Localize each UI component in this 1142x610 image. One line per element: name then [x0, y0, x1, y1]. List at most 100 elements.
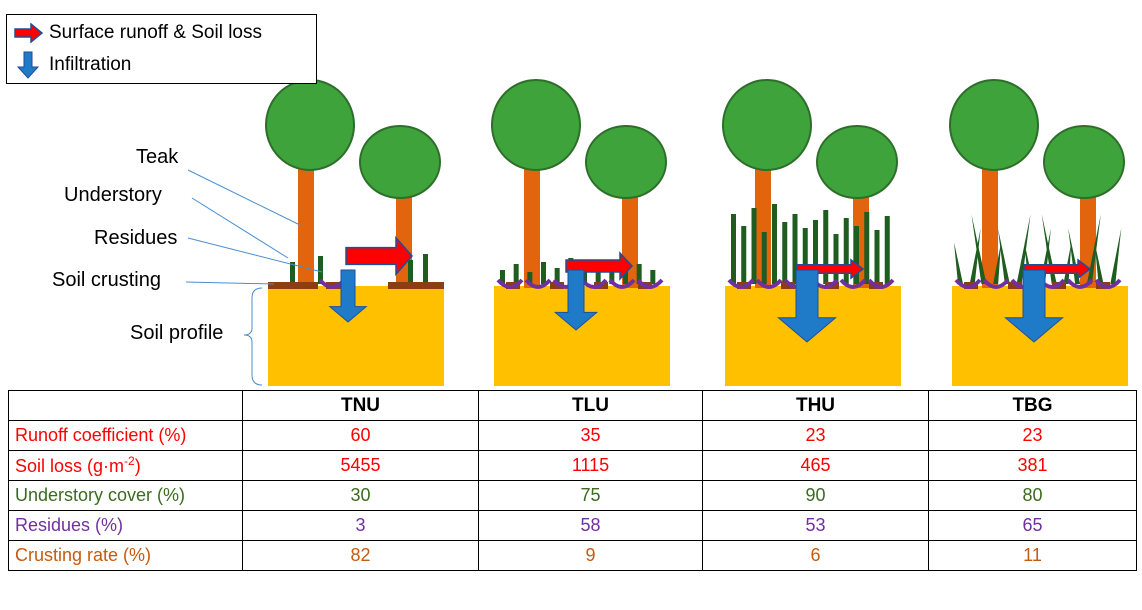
understory-plant [782, 222, 788, 284]
residue-arc [954, 278, 982, 289]
cell-crusting-tnu: 82 [242, 540, 479, 571]
understory-plant [823, 210, 829, 284]
cell-crusting-tbg: 11 [928, 540, 1137, 571]
table-row-soil-loss: Soil loss (g·m-2) 5455 1115 465 381 [8, 450, 1137, 481]
label-teak: Teak [136, 146, 179, 168]
teak-canopy [722, 79, 812, 171]
infiltration-arrow-icon [1004, 269, 1064, 343]
soil-loss-label-end: ) [134, 456, 141, 476]
understory-plant [761, 232, 767, 284]
understory-plant [854, 226, 859, 284]
residue-arc [1066, 278, 1094, 289]
understory-plant [513, 264, 519, 284]
residue-arc [524, 278, 552, 289]
teak-canopy [265, 79, 355, 171]
header-tbg: TBG [928, 390, 1137, 421]
label-leader-lines [185, 169, 323, 386]
residue-arc [608, 278, 636, 289]
land-use-diagram [185, 79, 1128, 386]
label-understory: Understory [64, 184, 162, 206]
soil-loss-label-text: Soil loss (g·m [15, 456, 125, 476]
understory-plant [318, 256, 323, 284]
header-empty [8, 390, 243, 421]
understory-blade [1094, 242, 1104, 284]
residue-arc [755, 278, 783, 289]
red-arrow-icon [14, 23, 43, 43]
legend-infiltration-label: Infiltration [49, 54, 132, 75]
row-label-residues: Residues (%) [8, 510, 243, 541]
understory-plant [650, 270, 656, 284]
table-row-runoff: Runoff coefficient (%) 60 35 23 23 [8, 420, 1137, 451]
residue-arc [867, 278, 895, 289]
infiltration-arrow-icon [777, 269, 837, 343]
cell-residues-tbg: 65 [928, 510, 1137, 541]
panel-tbg [949, 79, 1128, 386]
understory-plant [843, 218, 849, 284]
cell-residues-tnu: 3 [242, 510, 479, 541]
soil-loss-label-superscript: -2 [124, 454, 135, 468]
understory-plant [500, 270, 505, 284]
panel-thu [722, 79, 901, 386]
understory-plant [408, 260, 413, 284]
label-soil-profile: Soil profile [130, 322, 224, 344]
understory-plant [751, 208, 757, 284]
understory-plant [741, 226, 747, 284]
teak-canopy-small [585, 125, 667, 199]
infiltration-arrow-icon [328, 269, 368, 323]
teak-canopy-small [1043, 125, 1125, 199]
understory-blade [1110, 228, 1122, 284]
understory-plant [833, 234, 839, 284]
table-row-crusting: Crusting rate (%) 82 9 6 11 [8, 540, 1137, 571]
cell-residues-thu: 53 [702, 510, 929, 541]
header-tnu: TNU [242, 390, 479, 421]
table-row-understory: Understory cover (%) 30 75 90 80 [8, 480, 1137, 511]
row-label-runoff: Runoff coefficient (%) [8, 420, 243, 451]
infiltration-arrow-icon [553, 269, 599, 331]
runoff-arrow-icon [345, 235, 413, 277]
cell-understory-tlu: 75 [478, 480, 703, 511]
label-soil-crusting: Soil crusting [52, 269, 161, 291]
residues-leader [187, 237, 323, 273]
cell-understory-thu: 90 [702, 480, 929, 511]
understory-plant [290, 262, 295, 284]
teak-trunk [982, 150, 998, 288]
table-header-row: TNU TLU THU TBG [8, 390, 1137, 421]
header-tlu: TLU [478, 390, 703, 421]
soil-crusting-leader [185, 281, 275, 285]
cell-runoff-tnu: 60 [242, 420, 479, 451]
cell-runoff-tlu: 35 [478, 420, 703, 451]
teak-trunk [524, 150, 540, 288]
understory-plant [731, 214, 736, 284]
understory-blade [1063, 242, 1072, 284]
understory-plant [527, 272, 533, 284]
understory-plant [792, 214, 798, 284]
understory-blade [969, 228, 981, 284]
panel-tnu [265, 79, 444, 386]
header-thu: THU [702, 390, 929, 421]
understory-blade [997, 228, 1010, 284]
teak-trunk [755, 150, 771, 288]
label-residues: Residues [94, 227, 178, 249]
understory-blade [954, 242, 963, 284]
teak-canopy-small [359, 125, 441, 199]
residue-arc [636, 278, 664, 289]
understory-plant [772, 204, 777, 284]
legend-infiltration: Infiltration [13, 51, 131, 79]
cell-understory-tnu: 30 [242, 480, 479, 511]
legend: Surface runoff & Soil loss Infiltration [6, 14, 317, 84]
understory-blade [1086, 214, 1101, 284]
row-label-soil-loss: Soil loss (g·m-2) [8, 450, 243, 481]
teak-leader [187, 169, 301, 226]
cell-soil-loss-tnu: 5455 [242, 450, 479, 481]
cell-runoff-tbg: 23 [928, 420, 1137, 451]
cell-crusting-thu: 6 [702, 540, 929, 571]
cell-residues-tlu: 58 [478, 510, 703, 541]
residue-arc [982, 278, 1010, 289]
understory-plant [636, 264, 642, 284]
treatment-panels [265, 79, 1128, 386]
soil-profile-block [268, 286, 444, 386]
understory-blade [993, 242, 1002, 284]
panel-tlu [491, 79, 670, 386]
residue-arc [496, 278, 524, 289]
understory-plant [802, 228, 808, 284]
